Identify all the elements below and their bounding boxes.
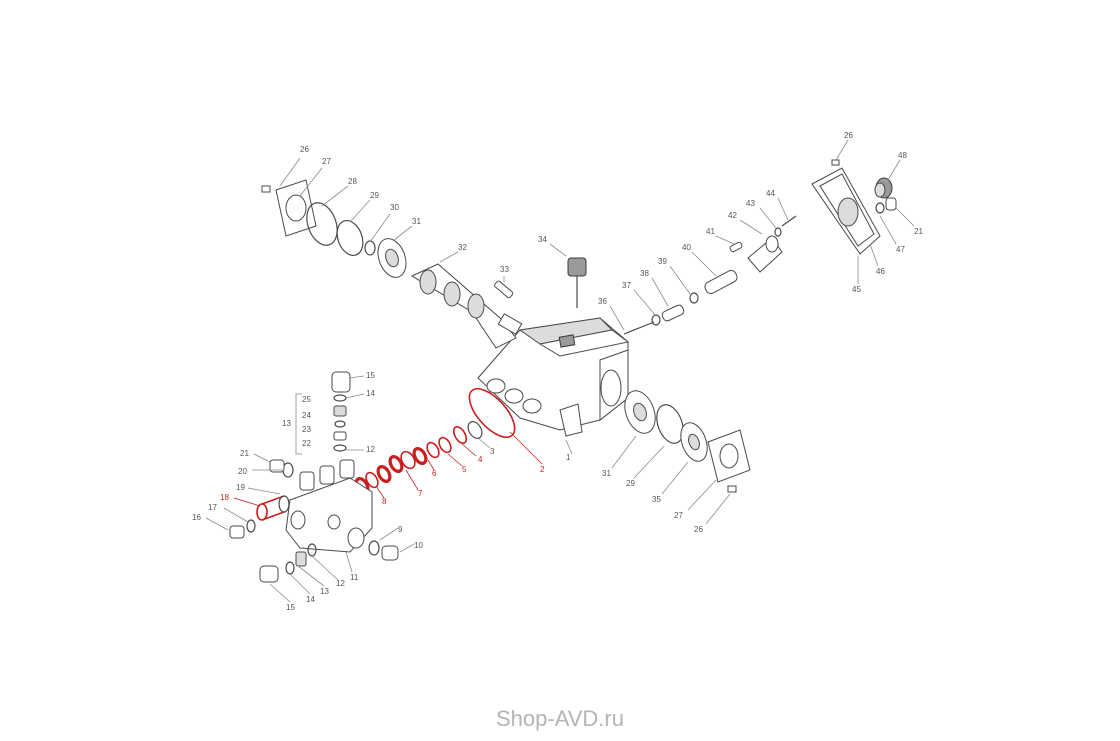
label-13-upper: 13 <box>282 419 291 428</box>
bolt-26-right <box>727 485 737 493</box>
ring-47 <box>875 202 885 214</box>
label-8: 8 <box>382 497 387 506</box>
label-15-upper: 15 <box>366 371 375 380</box>
oring-28 <box>306 202 338 246</box>
label-34: 34 <box>538 235 547 244</box>
label-26-bottom: 26 <box>694 525 703 534</box>
seal-35 <box>680 422 708 462</box>
o-ring-2 <box>468 388 516 438</box>
label-13-lower: 13 <box>320 587 329 596</box>
label-24: 24 <box>302 411 311 420</box>
label-23: 23 <box>302 425 311 434</box>
label-20: 20 <box>238 467 247 476</box>
rod-assembly <box>623 215 797 335</box>
label-29-right: 29 <box>626 479 635 488</box>
ring-29-left <box>336 219 364 257</box>
bearing-cover-left <box>261 179 317 237</box>
label-29-left: 29 <box>370 191 379 200</box>
label-43: 43 <box>746 199 755 208</box>
label-4: 4 <box>478 455 483 464</box>
label-27-right: 27 <box>674 511 683 520</box>
plug-10 <box>381 545 399 561</box>
plug-16 <box>229 525 245 539</box>
key-33 <box>494 280 514 299</box>
label-35: 35 <box>652 495 661 504</box>
label-26-top-right: 26 <box>844 131 853 140</box>
label-14-lower: 14 <box>306 595 315 604</box>
label-12-upper: 12 <box>366 445 375 454</box>
ring-29-right <box>656 404 684 444</box>
label-47: 47 <box>896 245 905 254</box>
plug-21-right <box>885 197 897 211</box>
valve-lower <box>259 543 317 583</box>
label-36: 36 <box>598 297 607 306</box>
label-22: 22 <box>302 439 311 448</box>
rear-cover-45 <box>811 159 881 255</box>
label-9: 9 <box>398 525 403 534</box>
label-26-top-left: 26 <box>300 145 309 154</box>
label-12-lower: 12 <box>336 579 345 588</box>
crankcase-part <box>477 317 630 437</box>
leader-lines <box>205 139 915 603</box>
oil-cap-34 <box>567 257 587 308</box>
label-21-right: 21 <box>914 227 923 236</box>
label-28: 28 <box>348 177 357 186</box>
label-39: 39 <box>658 257 667 266</box>
manifold-part <box>285 459 373 553</box>
label-5: 5 <box>462 465 467 474</box>
label-14-upper: 14 <box>366 389 375 398</box>
label-15-lower: 15 <box>286 603 295 612</box>
label-45: 45 <box>852 285 861 294</box>
ring-17 <box>246 519 256 533</box>
ring-3 <box>467 421 483 439</box>
label-33: 33 <box>500 265 509 274</box>
label-21-left: 21 <box>240 449 249 458</box>
label-11: 11 <box>350 573 359 582</box>
label-10: 10 <box>414 541 423 550</box>
group-bracket-13 <box>295 393 302 455</box>
label-27-left: 27 <box>322 157 331 166</box>
label-42: 42 <box>728 211 737 220</box>
label-6: 6 <box>432 469 437 478</box>
label-31-left: 31 <box>412 217 421 226</box>
plug-21-left <box>269 459 285 473</box>
label-1: 1 <box>566 453 571 462</box>
label-2: 2 <box>540 465 545 474</box>
label-37: 37 <box>622 281 631 290</box>
bearing-cover-right <box>707 429 751 483</box>
label-3: 3 <box>490 447 495 456</box>
label-7: 7 <box>418 489 423 498</box>
label-41: 41 <box>706 227 715 236</box>
label-44: 44 <box>766 189 775 198</box>
bearing-31-left <box>377 238 407 278</box>
label-17: 17 <box>208 503 217 512</box>
sight-glass-48 <box>874 177 893 199</box>
label-30: 30 <box>390 203 399 212</box>
bearing-31-right <box>624 390 656 434</box>
sleeve-18 <box>256 495 290 521</box>
crankshaft-32 <box>410 263 523 349</box>
label-25: 25 <box>302 395 311 404</box>
label-32: 32 <box>458 243 467 252</box>
watermark-text: Shop-AVD.ru <box>496 706 624 731</box>
label-38: 38 <box>640 269 649 278</box>
part-number-labels: 1 2 3 4 5 6 7 8 9 10 11 12 13 14 15 16 1… <box>192 131 923 612</box>
valve-upper <box>331 371 351 452</box>
ring-30 <box>364 240 376 256</box>
ring-4 <box>452 426 468 444</box>
label-31-right: 31 <box>602 469 611 478</box>
label-40: 40 <box>682 243 691 252</box>
label-48: 48 <box>898 151 907 160</box>
label-46: 46 <box>876 267 885 276</box>
label-19: 19 <box>236 483 245 492</box>
label-16: 16 <box>192 513 201 522</box>
label-18: 18 <box>220 493 229 502</box>
ring-9 <box>368 540 380 556</box>
